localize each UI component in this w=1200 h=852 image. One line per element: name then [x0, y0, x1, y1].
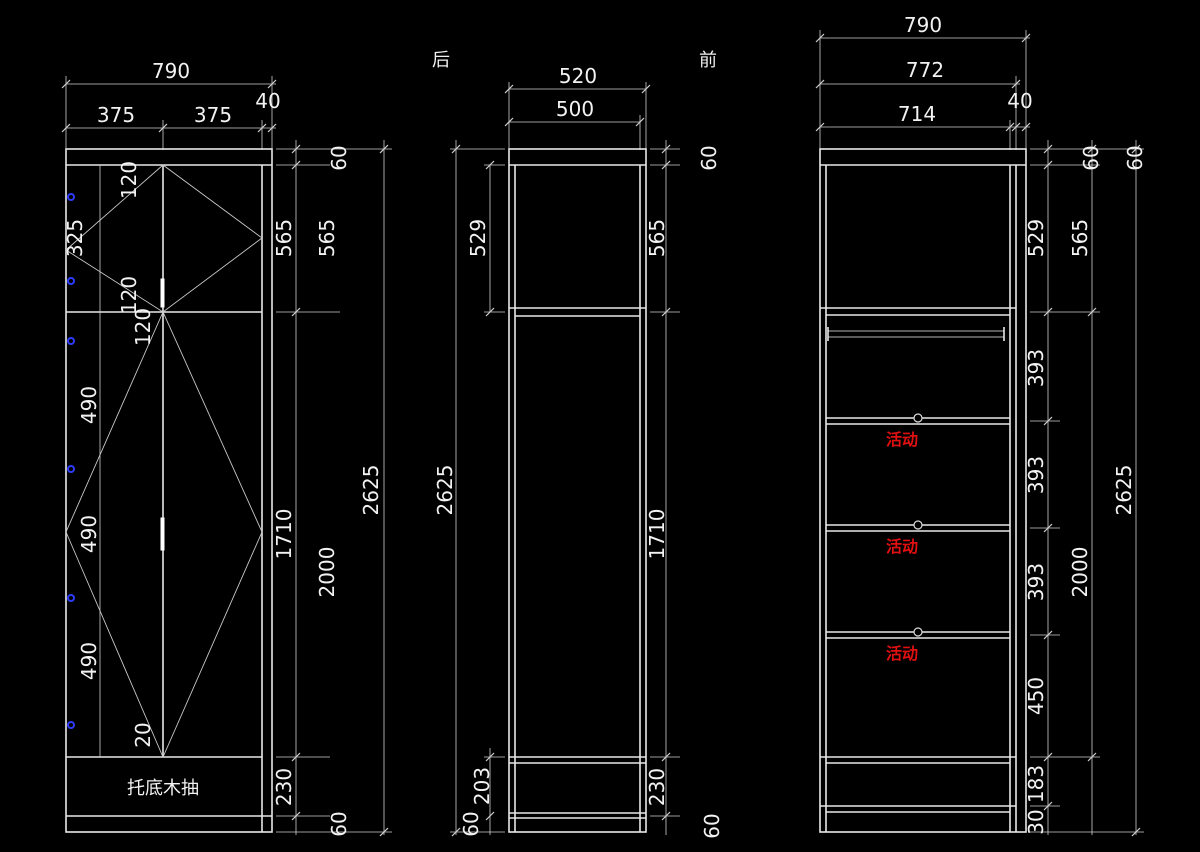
dim-side-width: 40	[255, 89, 280, 113]
dim-side-overall: 2625	[433, 465, 457, 516]
dim-int-top-a: 60	[1079, 145, 1103, 170]
dim-int-base: 30	[1024, 809, 1048, 834]
dim-int-top-b: 60	[1123, 145, 1147, 170]
dim-hinge-b: 325	[63, 219, 87, 257]
dim-int-bottom: 183	[1024, 765, 1048, 803]
dim-top-rail: 60	[327, 145, 351, 170]
movable-shelves	[826, 413, 1010, 639]
dim-lower-door: 1710	[272, 509, 296, 560]
dim-int-overall-height: 2625	[1112, 465, 1136, 516]
view-side-section: 后 前 520 500	[432, 50, 724, 839]
dim-int-shelf-4: 450	[1024, 677, 1048, 715]
label-back: 后	[432, 50, 450, 71]
dim-hinge-h: 20	[131, 722, 155, 747]
dim-int-total: 2000	[1068, 547, 1092, 598]
dim-side-door: 1710	[645, 509, 669, 560]
dim-overall-height: 2625	[359, 465, 383, 516]
hinge-dots	[67, 193, 75, 729]
dim-int-inner: 714	[898, 102, 936, 126]
movable-label-1: 活动	[886, 430, 918, 449]
dim-hinge-g: 490	[77, 642, 101, 680]
hanging-rod	[827, 330, 1005, 338]
dim-int-mid: 772	[906, 58, 944, 82]
view-interior: 790 772 714 40 活动 活动 活动	[815, 13, 1147, 837]
dim-side-top: 60	[697, 145, 721, 170]
dim-side-upper-right: 565	[645, 219, 669, 257]
dim-int-overall: 790	[904, 13, 942, 37]
dim-hinge-e: 490	[77, 386, 101, 424]
dim-side-upper: 529	[466, 219, 490, 257]
lower-door-handle	[160, 517, 165, 551]
dim-side-drawer-right: 230	[645, 768, 669, 806]
dim-hinge-d: 120	[131, 308, 155, 346]
movable-label-2: 活动	[886, 537, 918, 556]
dim-overall-width: 790	[152, 59, 190, 83]
dim-side-inner-depth: 500	[556, 97, 594, 121]
movable-label-3: 活动	[886, 644, 918, 663]
dim-upper-section: 565	[315, 219, 339, 257]
dim-side-outer-depth: 520	[559, 64, 597, 88]
dim-int-shelf-3: 393	[1024, 563, 1048, 601]
dim-left-door-width: 375	[97, 103, 135, 127]
drawer-label: 托底木抽	[127, 778, 199, 799]
upper-door-handle	[160, 278, 165, 308]
side-outline	[508, 148, 647, 833]
dim-right-door-width: 375	[194, 103, 232, 127]
cabinet-outline	[65, 148, 273, 833]
dim-hinge-c: 120	[117, 276, 141, 314]
dim-int-side: 40	[1007, 89, 1032, 113]
interior-outline	[819, 148, 1027, 833]
label-front: 前	[699, 50, 717, 71]
dim-side-base: 60	[459, 811, 483, 836]
dim-int-shelf-1: 393	[1024, 349, 1048, 387]
dim-drawer-height: 230	[272, 768, 296, 806]
dim-side-drawer: 203	[470, 767, 494, 805]
dim-int-upper-b: 565	[1068, 219, 1092, 257]
dim-int-shelf-2: 393	[1024, 456, 1048, 494]
dim-base-height: 60	[327, 811, 351, 836]
dim-upper-door: 565	[272, 219, 296, 257]
dim-door-total: 2000	[315, 547, 339, 598]
dim-hinge-a: 120	[117, 161, 141, 199]
dim-hinge-f: 490	[77, 515, 101, 553]
dim-side-base-right: 60	[700, 813, 724, 838]
dim-int-upper: 529	[1024, 219, 1048, 257]
view-door-elevation: 790 375 375 40 120 325 120	[61, 59, 392, 837]
